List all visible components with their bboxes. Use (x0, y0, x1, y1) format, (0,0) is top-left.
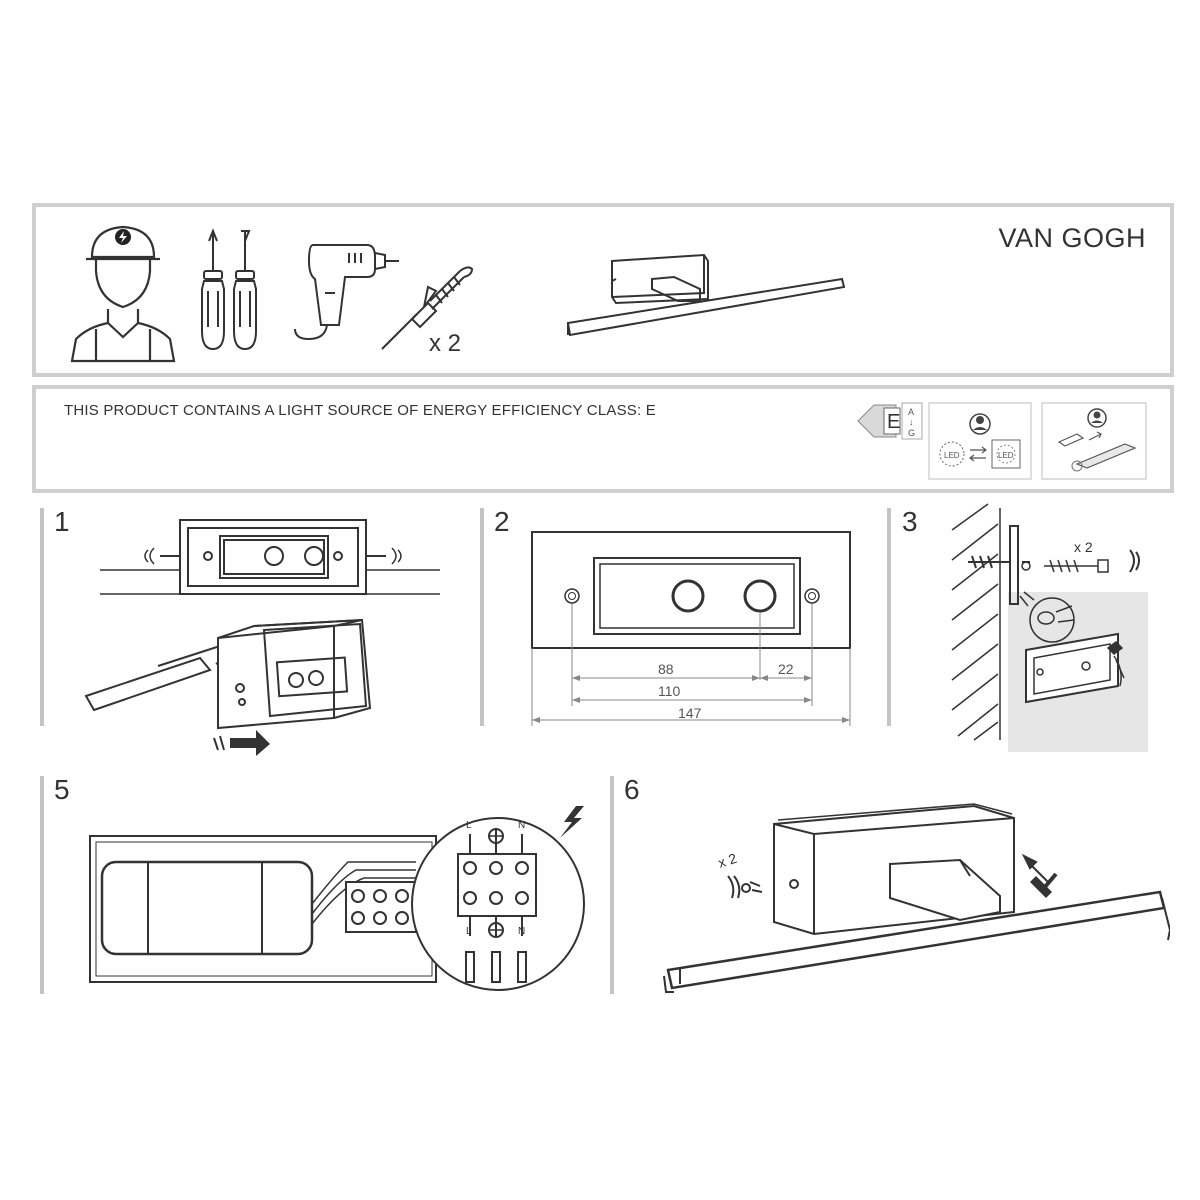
step1-diagram (84, 519, 440, 756)
drill-icon (294, 244, 399, 341)
step6-diagram: x 2 (663, 803, 1170, 993)
lightning-icon (560, 806, 584, 838)
dowel-count: x 2 (429, 330, 461, 357)
svg-text:A: A (908, 407, 914, 417)
electrician-icon (70, 225, 176, 363)
svg-text:LED: LED (998, 451, 1014, 460)
step2-divider (480, 508, 484, 726)
svg-text:↓: ↓ (909, 417, 914, 427)
step3-divider (887, 508, 891, 726)
energy-class-label: E A ↓ G (857, 402, 923, 440)
driver-replaceable-icon (1041, 402, 1147, 480)
step1-divider (40, 508, 44, 726)
tools-panel: VAN GOGH (32, 203, 1174, 377)
svg-text:N: N (518, 926, 525, 937)
svg-text:LED: LED (944, 451, 960, 460)
terminal-label-l: L (466, 820, 472, 831)
step3-number: 3 (902, 506, 918, 537)
product-name: VAN GOGH (998, 223, 1146, 253)
step6-divider (610, 776, 614, 994)
terminal-label-n: N (518, 820, 525, 831)
step6-number: 6 (624, 774, 640, 805)
step5-wiring-diagram: L N L N (89, 806, 585, 991)
lamp-product-icon (566, 253, 846, 337)
screwdrivers-icon (201, 228, 257, 351)
svg-text:G: G (908, 428, 915, 438)
led-replaceable-icon: LED LED (928, 402, 1032, 480)
svg-text:E: E (887, 411, 900, 433)
step2-dimension-diagram: 88 22 110 147 (531, 531, 851, 726)
step5-divider (40, 776, 44, 994)
step1-number: 1 (54, 506, 70, 537)
energy-panel: THIS PRODUCT CONTAINS A LIGHT SOURCE OF … (32, 385, 1174, 493)
step3-count: x 2 (1074, 539, 1093, 555)
dimension-88: 88 (658, 661, 674, 677)
svg-text:x 2: x 2 (429, 330, 461, 357)
step2-number: 2 (494, 506, 510, 537)
dowel-screw-icon (381, 266, 474, 350)
dimension-22: 22 (778, 661, 794, 677)
svg-text:L: L (466, 926, 472, 937)
step3-diagram: x 2 (951, 503, 1148, 752)
step6-count: x 2 (716, 850, 739, 871)
step5-number: 5 (54, 774, 70, 805)
dimension-110: 110 (658, 683, 681, 699)
energy-notice: THIS PRODUCT CONTAINS A LIGHT SOURCE OF … (64, 402, 656, 419)
dimension-147: 147 (678, 705, 702, 721)
